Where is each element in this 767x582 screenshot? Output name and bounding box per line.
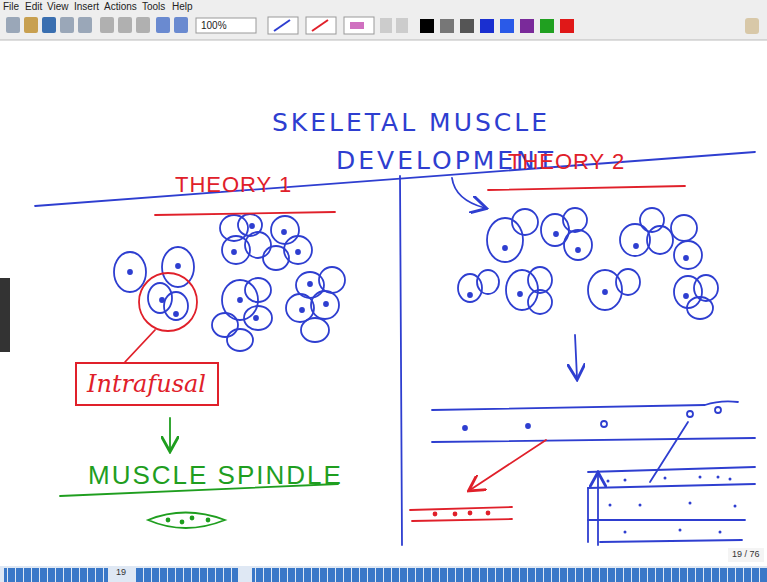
menu-item: File [3,1,19,12]
intrafusal-box: Intrafusal [75,362,219,406]
slide-strip [0,566,767,582]
zoom-level: 100% [201,20,227,31]
ink-drawing [35,152,755,545]
menu-item: View [47,1,69,12]
menu-item: Edit [25,1,42,12]
menu-item: Actions [104,1,137,12]
app-toolbar [0,0,767,40]
page-counter: 19 / 76 [732,549,760,559]
slide-number: 19 [116,567,126,577]
theory-heading: THEORY 1 [175,172,292,198]
menu-item: Insert [74,1,99,12]
node-text: Intrafusal [87,370,207,398]
muscle-spindle-label: MUSCLE SPINDLE [88,460,343,491]
menu-item: Tools [142,1,165,12]
side-tab [0,278,10,352]
menu-item: Help [172,1,193,12]
theory-heading: THEORY 2 [508,149,625,175]
page-counter-bg [728,548,764,562]
